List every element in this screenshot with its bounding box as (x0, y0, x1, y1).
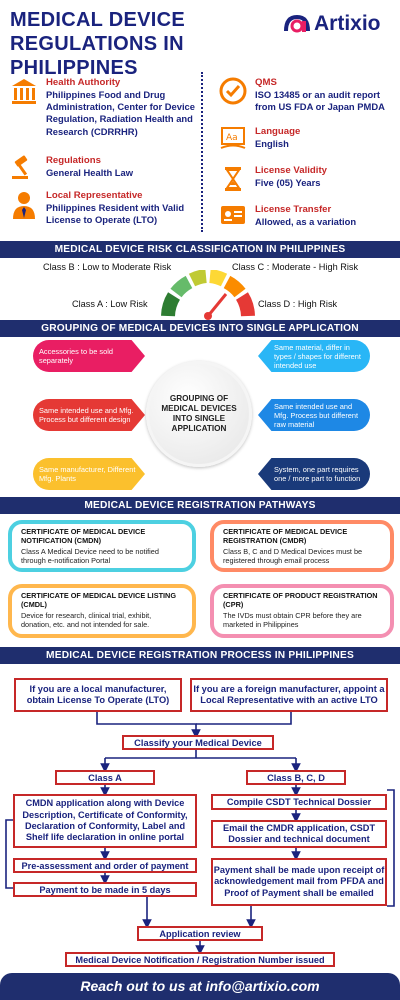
info-license-transfer: License Transfer Allowed, as a variation (219, 204, 397, 233)
process-local-manufacturer: If you are a local manufacturer, obtain … (14, 678, 182, 712)
contact-banner[interactable]: Reach out to us at info@artixio.com (0, 973, 400, 1000)
info-label: Health Authority (46, 77, 121, 88)
risk-class-b: Class B : Low to Moderate Risk (43, 262, 172, 272)
pathway-title: CERTIFICATE OF MEDICAL DEVICE NOTIFICATI… (21, 527, 146, 545)
risk-gauge-icon (161, 270, 255, 320)
info-value: ISO 13485 or an audit report from US FDA… (255, 89, 385, 113)
process-issued: Medical Device Notification / Registrati… (65, 952, 335, 967)
info-value: General Health Law (46, 167, 134, 178)
logo-text: Artixio (314, 12, 381, 35)
grouping-item-accessories: Accessories to be sold separately (33, 340, 145, 372)
pathway-desc: The IVDs must obtain CPR before they are… (223, 611, 362, 630)
pathways-heading: MEDICAL DEVICE REGISTRATION PATHWAYS (0, 497, 400, 514)
pathway-card-cmdl: CERTIFICATE OF MEDICAL DEVICE LISTING (C… (8, 584, 196, 638)
pathway-desc: Class B, C and D Medical Devices must be… (223, 547, 363, 566)
info-value: English (255, 138, 289, 149)
info-value: Philippines Resident with Valid License … (46, 202, 185, 226)
process-a-step-3: Payment to be made in 5 days (13, 882, 197, 897)
info-label: Regulations (46, 155, 101, 166)
process-b-step-2: Email the CMDR application, CSDT Dossier… (211, 820, 387, 848)
process-heading: MEDICAL DEVICE REGISTRATION PROCESS IN P… (0, 647, 400, 664)
language-book-icon: Aa (219, 126, 247, 157)
process-b-step-1: Compile CSDT Technical Dossier (211, 794, 387, 810)
process-class-a: Class A (55, 770, 155, 785)
grouping-center: GROUPING OF MEDICAL DEVICES INTO SINGLE … (146, 361, 252, 467)
risk-class-d: Class D : High Risk (258, 299, 338, 309)
grouping-heading: GROUPING OF MEDICAL DEVICES INTO SINGLE … (0, 320, 400, 337)
info-label: Language (255, 126, 301, 137)
info-language: Aa Language English (219, 126, 397, 157)
svg-text:Aa: Aa (226, 133, 238, 143)
info-value: Philippines Food and Drug Administration… (46, 89, 195, 137)
businessman-icon (10, 190, 38, 226)
info-value: Allowed, as a variation (255, 216, 357, 227)
pathway-desc: Device for research, clinical trial, exh… (21, 611, 152, 630)
info-health-authority: Health Authority Philippines Food and Dr… (10, 77, 202, 138)
risk-class-a: Class A : Low Risk (72, 299, 148, 309)
info-regulations: Regulations General Health Law (10, 155, 202, 186)
logo: Artixio (282, 12, 394, 36)
grouping-item-different-design: Same intended use and Mfg. Process but d… (33, 399, 145, 431)
info-qms: QMS ISO 13485 or an audit report from US… (219, 77, 397, 113)
info-value: Five (05) Years (255, 177, 321, 188)
info-license-validity: License Validity Five (05) Years (219, 165, 397, 198)
pathway-card-cpr: CERTIFICATE OF PRODUCT REGISTRATION (CPR… (210, 584, 394, 638)
title-line-2: REGULATIONS IN PHILIPPINES (10, 33, 184, 79)
quality-badge-icon (219, 77, 247, 113)
grouping-item-mfg-plants: Same manufacturer, Different Mfg. Plants (33, 458, 145, 490)
gavel-icon (10, 155, 38, 186)
process-a-step-2: Pre-assessment and order of payment (13, 858, 197, 873)
info-label: License Validity (255, 165, 327, 176)
logo-mark-icon (282, 13, 312, 35)
process-classify: Classify your Medical Device (122, 735, 274, 750)
risk-class-c: Class C : Moderate - High Risk (232, 262, 359, 272)
government-building-icon (10, 77, 38, 138)
process-class-bcd: Class B, C, D (246, 770, 346, 785)
page-title: MEDICAL DEVICE REGULATIONS IN PHILIPPINE… (10, 8, 300, 80)
process-review: Application review (137, 926, 263, 941)
info-label: QMS (255, 77, 277, 88)
info-local-representative: Local Representative Philippines Residen… (10, 190, 202, 226)
pathway-title: CERTIFICATE OF MEDICAL DEVICE LISTING (C… (21, 591, 176, 609)
process-b-step-3: Payment shall be made upon receipt of ac… (211, 858, 387, 906)
info-divider (201, 72, 203, 232)
info-label: Local Representative (46, 190, 143, 201)
id-card-icon (219, 204, 247, 233)
pathway-title: CERTIFICATE OF MEDICAL DEVICE REGISTRATI… (223, 527, 348, 545)
grouping-item-system: System, one part requires one / more par… (258, 458, 370, 490)
hourglass-icon (219, 165, 247, 198)
pathway-card-cmdn: CERTIFICATE OF MEDICAL DEVICE NOTIFICATI… (8, 520, 196, 572)
process-foreign-manufacturer: If you are a foreign manufacturer, appoi… (190, 678, 388, 712)
pathway-desc: Class A Medical Device need to be notifi… (21, 547, 159, 566)
grouping-item-raw-material: Same intended use and Mfg. Process but d… (258, 399, 370, 431)
pathway-title: CERTIFICATE OF PRODUCT REGISTRATION (CPR… (223, 591, 378, 609)
info-label: License Transfer (255, 204, 332, 215)
title-line-1: MEDICAL DEVICE (10, 9, 185, 31)
pathway-card-cmdr: CERTIFICATE OF MEDICAL DEVICE REGISTRATI… (210, 520, 394, 572)
process-a-step-1: CMDN application along with Device Descr… (13, 794, 197, 848)
risk-heading: MEDICAL DEVICE RISK CLASSIFICATION IN PH… (0, 241, 400, 258)
grouping-item-same-material: Same material, differ in types / shapes … (258, 340, 370, 372)
flow-connectors (5, 712, 395, 955)
